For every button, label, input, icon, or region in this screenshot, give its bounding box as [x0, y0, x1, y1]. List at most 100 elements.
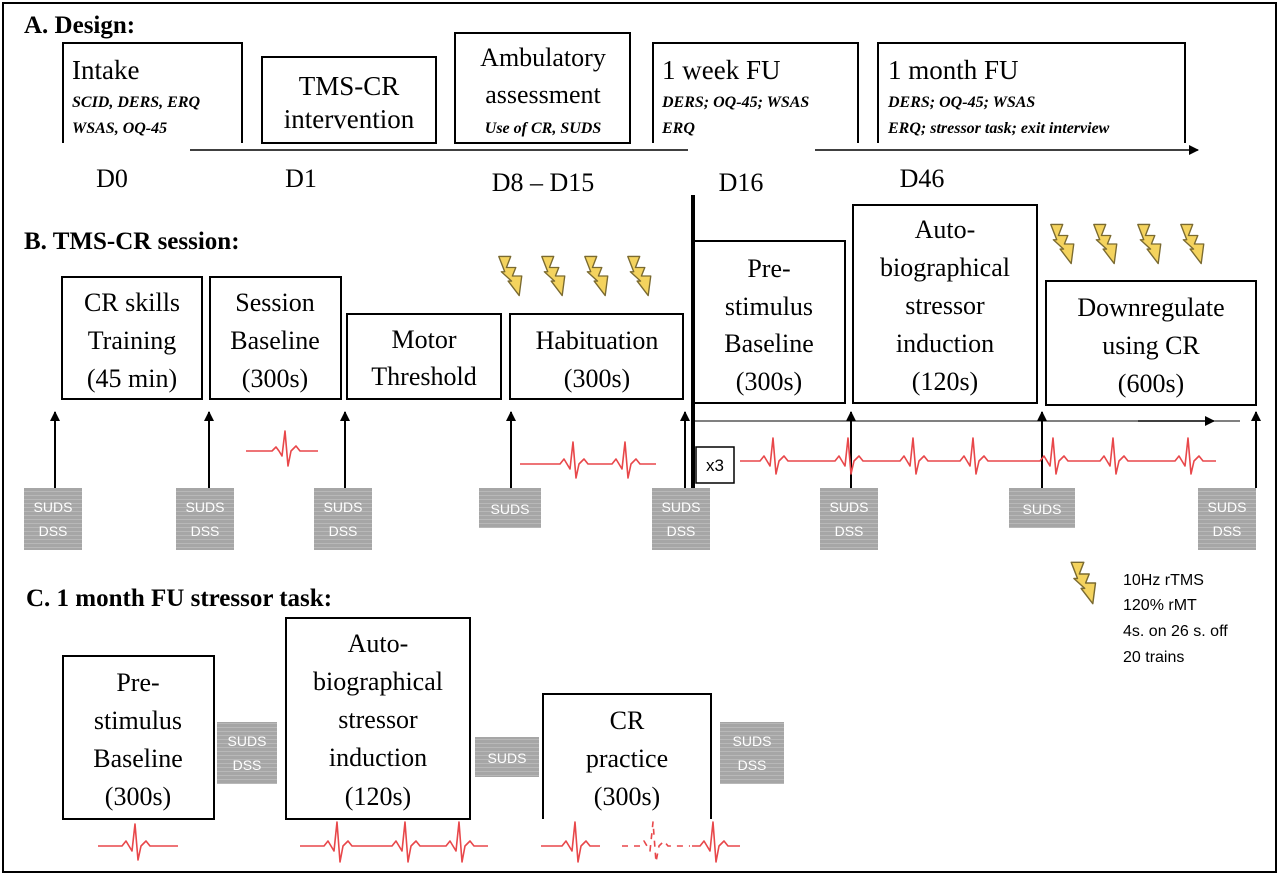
- section-a-title: A. Design:: [24, 12, 135, 39]
- section-c-title: C. 1 month FU stressor task:: [26, 585, 332, 612]
- fu-practice-line-3: (300s): [594, 782, 660, 811]
- fu-practice-line-1: CR: [610, 706, 645, 735]
- ecg-trace: [98, 823, 178, 861]
- dss-label: DSS: [233, 757, 262, 773]
- fu-stressor-line-2: biographical: [313, 667, 443, 696]
- downregulate-line-3: (600s): [1118, 369, 1184, 398]
- intake-measures-2: WSAS, OQ-45: [72, 120, 167, 137]
- tmscr-line-2: intervention: [284, 104, 415, 134]
- suds-dss-box: SUDS DSS: [176, 488, 234, 550]
- legend-line-3: 4s. on 26 s. off: [1123, 623, 1228, 640]
- prestim-line-3: Baseline: [724, 329, 814, 358]
- ambulatory-box: [454, 32, 631, 144]
- fu-stressor-line-3: stressor: [338, 705, 418, 734]
- dss-label: DSS: [329, 523, 358, 539]
- suds-box: SUDS: [479, 488, 541, 528]
- dss-label: DSS: [667, 523, 696, 539]
- downregulate-line-1: Downregulate: [1077, 293, 1224, 322]
- month-fu-box: [877, 42, 1186, 143]
- fu-prestim-line-2: stimulus: [94, 706, 182, 735]
- measurement-arrows: [50, 411, 1261, 488]
- fu-prestim-line-3: Baseline: [93, 744, 183, 773]
- motor-threshold-line-1: Motor: [392, 325, 457, 354]
- day-d0: D0: [96, 164, 128, 193]
- suds-label: SUDS: [1023, 501, 1062, 517]
- suds-box: SUDS: [1009, 488, 1075, 528]
- intake-measures-1: SCID, DERS, ERQ: [72, 94, 200, 111]
- ambulatory-line-2: assessment: [485, 80, 601, 109]
- fu-stressor-line-4: induction: [329, 743, 427, 772]
- repeat-count: x3: [706, 456, 724, 475]
- day-d46: D46: [900, 164, 945, 193]
- downregulate-line-2: using CR: [1102, 331, 1200, 360]
- week-fu-measures-2: ERQ: [661, 120, 695, 137]
- rtms-bolt-icon: [584, 255, 609, 297]
- rtms-bolt-icon: [541, 255, 566, 297]
- motor-threshold-line-2: Threshold: [371, 362, 476, 391]
- week-fu-box: [652, 42, 859, 143]
- dss-label: DSS: [39, 523, 68, 539]
- ecg-trace: [300, 821, 488, 863]
- rtms-bolt-icon: [1093, 223, 1118, 265]
- suds-label: SUDS: [34, 499, 73, 515]
- dss-label: DSS: [738, 757, 767, 773]
- rtms-bolt-icon: [627, 255, 652, 297]
- day-d1: D1: [285, 164, 317, 193]
- dss-label: DSS: [191, 523, 220, 539]
- week-fu-title: 1 week FU: [662, 55, 780, 85]
- session-baseline-line-3: (300s): [242, 364, 308, 393]
- tmscr-line-1: TMS-CR: [299, 71, 400, 101]
- legend-bolt-icon: [1070, 561, 1097, 605]
- suds-label: SUDS: [830, 499, 869, 515]
- cr-training-box: [61, 276, 203, 400]
- habituation-box: [509, 313, 684, 400]
- suds-label: SUDS: [186, 499, 225, 515]
- intake-title: Intake: [72, 55, 139, 85]
- fu-prestim-box: [62, 655, 215, 820]
- habituation-line-1: Habituation: [536, 326, 659, 355]
- legend-line-2: 120% rMT: [1123, 597, 1197, 614]
- suds-dss-box: SUDS DSS: [652, 488, 710, 550]
- ecg-trace: [622, 821, 690, 863]
- fu-cr-practice-box: [542, 693, 712, 819]
- fu-stressor-box: [285, 617, 471, 820]
- ecg-trace: [740, 437, 1216, 475]
- month-fu-measures-2: ERQ; stressor task; exit interview: [887, 120, 1110, 137]
- month-fu-measures-1: DERS; OQ-45; WSAS: [887, 94, 1035, 111]
- prestim-line-2: stimulus: [725, 292, 813, 321]
- stressor-line-1: Auto-: [915, 215, 976, 244]
- downregulate-box: [1045, 280, 1257, 406]
- stressor-line-3: stressor: [905, 291, 985, 320]
- suds-dss-box: SUDS DSS: [1198, 488, 1256, 550]
- section-b-title: B. TMS-CR session:: [24, 228, 240, 255]
- suds-label: SUDS: [491, 501, 530, 517]
- stressor-induction-box: [852, 204, 1038, 404]
- fu-prestim-line-4: (300s): [105, 782, 171, 811]
- legend-line-1: 10Hz rTMS: [1123, 572, 1204, 589]
- suds-label: SUDS: [733, 733, 772, 749]
- cr-training-line-2: Training: [88, 326, 177, 355]
- fu-stressor-line-5: (120s): [345, 782, 411, 811]
- motor-threshold-box: [346, 313, 502, 400]
- cr-training-line-1: CR skills: [84, 288, 180, 317]
- stressor-line-4: induction: [896, 329, 994, 358]
- suds-label: SUDS: [488, 750, 527, 766]
- session-baseline-box: [209, 276, 342, 400]
- ecg-trace: [692, 821, 740, 863]
- stressor-line-5: (120s): [912, 367, 978, 396]
- rtms-bolt-icon: [1137, 223, 1162, 265]
- rtms-bolt-icon: [1050, 223, 1075, 265]
- dss-label: DSS: [835, 523, 864, 539]
- suds-dss-box: SUDS DSS: [24, 488, 82, 550]
- suds-label: SUDS: [228, 733, 267, 749]
- intake-box: [62, 42, 243, 143]
- fu-stressor-line-1: Auto-: [348, 629, 409, 658]
- fu-prestim-line-1: Pre-: [116, 668, 159, 697]
- suds-dss-box: SUDS DSS: [820, 488, 878, 550]
- ambulatory-line-1: Ambulatory: [480, 43, 606, 72]
- dss-label: DSS: [1213, 523, 1242, 539]
- prestim-line-1: Pre-: [747, 254, 790, 283]
